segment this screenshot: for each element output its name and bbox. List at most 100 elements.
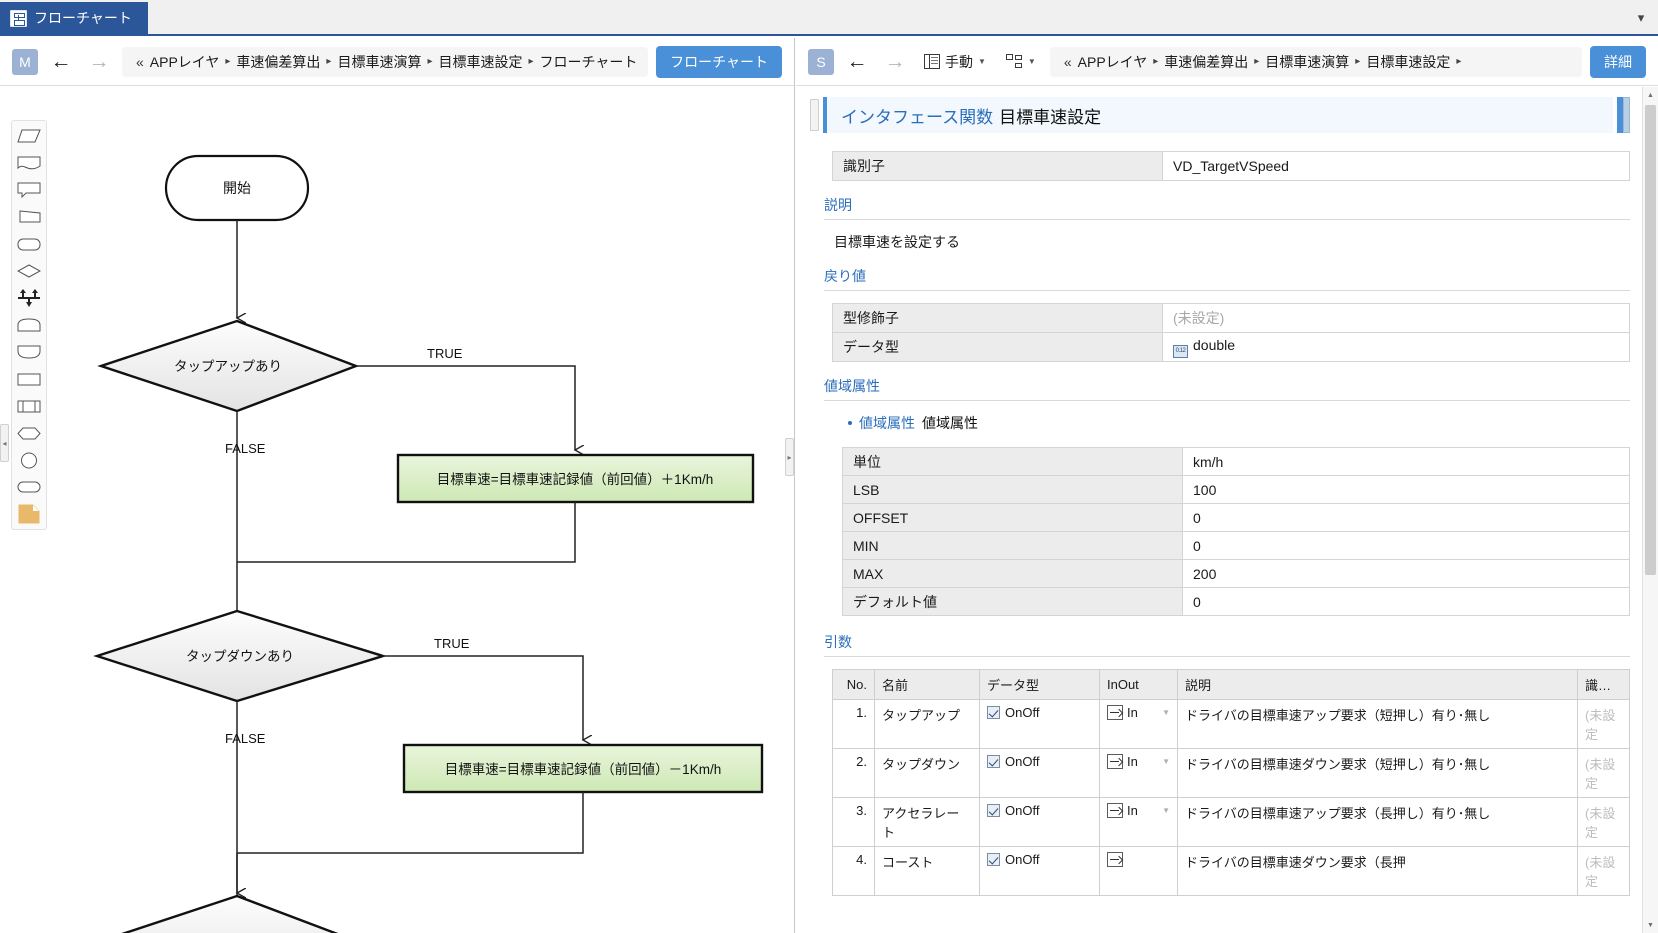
arrow-in-icon	[1107, 852, 1123, 867]
breadcrumb[interactable]: « APPレイヤ ▸ 車速偏差算出 ▸ 目標車速演算 ▸ 目標車速設定 ▸	[1049, 46, 1582, 77]
identifier-value[interactable]: VD_TargetVSpeed	[1162, 151, 1630, 181]
document-shape-icon[interactable]	[16, 154, 42, 172]
arg-description[interactable]: ドライバの目標車速ダウン要求（長押	[1177, 846, 1578, 896]
flow-node-start-label: 開始	[223, 180, 251, 196]
breadcrumb[interactable]: « APPレイヤ ▸ 車速偏差算出 ▸ 目標車速演算 ▸ 目標車速設定 ▸ フロ…	[122, 46, 649, 77]
arrow-in-icon	[1107, 754, 1123, 769]
collapse-left-handle[interactable]: ◂	[0, 424, 9, 462]
arg-name[interactable]: コースト	[874, 846, 980, 896]
diamond-shape-icon[interactable]	[16, 262, 42, 280]
table-row[interactable]: 2. タップダウン OnOff In ▼ ドライバの目標車速ダウン要求（短押し）…	[832, 748, 1630, 798]
stadium-shape-icon[interactable]	[16, 478, 42, 496]
description-text: 目標車速を設定する	[834, 234, 960, 250]
arg-description[interactable]: ドライバの目標車速アップ要求（短押し）有り･無し	[1177, 699, 1578, 749]
arg-inout[interactable]: In ▼	[1099, 699, 1178, 749]
flow-node-process-1[interactable]	[396, 453, 755, 504]
arg-identifier[interactable]: (未設定	[1577, 748, 1630, 798]
range-value-max[interactable]: 200	[1182, 559, 1630, 588]
arg-name[interactable]: アクセラレート	[874, 797, 980, 847]
range-value-unit[interactable]: km/h	[1182, 447, 1630, 476]
rounded-shape-icon[interactable]	[16, 235, 42, 253]
scroll-down-icon[interactable]: ▼	[1647, 921, 1654, 929]
arg-description[interactable]: ドライバの目標車速アップ要求（長押し）有り･無し	[1177, 797, 1578, 847]
breadcrumb-item-4[interactable]: フローチャート	[539, 53, 638, 70]
range-link[interactable]: 値域属性	[859, 415, 915, 431]
note-shape-icon[interactable]	[16, 504, 42, 524]
arg-identifier[interactable]: (未設定	[1577, 846, 1630, 896]
arg-name[interactable]: タップダウン	[874, 748, 980, 798]
parallelogram-shape-icon[interactable]	[16, 127, 42, 145]
arg-datatype[interactable]: OnOff	[979, 699, 1100, 749]
model-badge[interactable]: M	[12, 48, 38, 75]
forward-button[interactable]: →	[88, 50, 110, 73]
details-vertical-scrollbar[interactable]: ▲ ▼	[1642, 87, 1658, 933]
hexagon-shape-icon[interactable]	[16, 424, 42, 442]
flowchart-button[interactable]: フローチャート	[656, 45, 782, 78]
arg-name[interactable]: タップアップ	[874, 699, 980, 749]
arg-description[interactable]: ドライバの目標車速ダウン要求（短押し）有り･無し	[1177, 748, 1578, 798]
table-row[interactable]: 4. コースト OnOff ドライバの目標車速ダウン要求（長押 (未設定	[832, 846, 1630, 896]
range-key-offset: OFFSET	[842, 503, 1183, 532]
arg-inout[interactable]	[1099, 846, 1178, 896]
left-toolbar: M ← → « APPレイヤ ▸ 車速偏差算出 ▸ 目標車速演算 ▸ 目標車速設…	[0, 38, 794, 86]
back-button[interactable]: ←	[846, 50, 868, 73]
arrow-in-icon	[1107, 705, 1123, 720]
tab-flowchart[interactable]: フローチャート	[0, 2, 148, 34]
range-value-offset[interactable]: 0	[1182, 503, 1630, 532]
type-modifier-value[interactable]: (未設定)	[1162, 303, 1630, 333]
hierarchy-dropdown[interactable]: ▼	[1000, 51, 1042, 73]
flowchart-canvas[interactable]: 開始 タップアップあり TRUE FALSE 目標車速=目標車速記録値（前回値）…	[56, 88, 786, 933]
breadcrumb-item-1[interactable]: 車速偏差算出	[236, 53, 321, 70]
arg-identifier[interactable]: (未設定	[1577, 699, 1630, 749]
range-value-lsb[interactable]: 100	[1182, 475, 1630, 504]
arg-no: 3.	[832, 797, 875, 847]
minimap-marker-active[interactable]	[1617, 97, 1623, 133]
callout-shape-icon[interactable]	[16, 181, 42, 199]
drag-grip-icon[interactable]	[810, 99, 819, 131]
range-value-min[interactable]: 0	[1182, 531, 1630, 560]
breadcrumb-item-3[interactable]: 目標車速設定	[1366, 53, 1451, 70]
arg-datatype[interactable]: OnOff	[979, 797, 1100, 847]
scrollbar-thumb[interactable]	[1645, 105, 1656, 575]
chevron-down-icon[interactable]: ▼	[1162, 806, 1170, 815]
trapezoid-shape-icon[interactable]	[16, 208, 42, 226]
back-button[interactable]: ←	[50, 50, 72, 73]
breadcrumb-item-2[interactable]: 目標車速演算	[337, 53, 422, 70]
rectangle-shape-icon[interactable]	[16, 370, 42, 388]
range-value-default[interactable]: 0	[1182, 587, 1630, 616]
forward-button[interactable]: →	[884, 50, 906, 73]
collapse-right-handle[interactable]: ▸	[785, 438, 794, 476]
chevron-down-icon[interactable]: ▼	[1162, 708, 1170, 717]
breadcrumb-item-0[interactable]: APPレイヤ	[1077, 53, 1148, 70]
breadcrumb-item-1[interactable]: 車速偏差算出	[1164, 53, 1249, 70]
panel-layout-icon	[924, 54, 940, 69]
arg-datatype[interactable]: OnOff	[979, 748, 1100, 798]
view-mode-dropdown[interactable]: 手動 ▼	[918, 49, 992, 75]
scroll-up-icon[interactable]: ▲	[1647, 91, 1654, 99]
breadcrumb-item-0[interactable]: APPレイヤ	[149, 53, 220, 70]
range-text: 値域属性	[922, 415, 978, 431]
table-row: 単位 km/h	[842, 447, 1630, 476]
spec-badge[interactable]: S	[808, 48, 834, 75]
table-row[interactable]: 3. アクセラレート OnOff In ▼ ドライバの目標車速アップ要求（長押し…	[832, 797, 1630, 847]
chevron-down-icon[interactable]: ▼	[1162, 757, 1170, 766]
breadcrumb-item-3[interactable]: 目標車速設定	[438, 53, 523, 70]
breadcrumb-item-2[interactable]: 目標車速演算	[1265, 53, 1350, 70]
chevron-down-icon[interactable]: ▾	[1637, 10, 1645, 25]
flow-node-decision-3[interactable]	[101, 894, 356, 933]
arg-inout[interactable]: In ▼	[1099, 797, 1178, 847]
details-button[interactable]: 詳細	[1590, 45, 1646, 78]
minimap-marker[interactable]	[1623, 97, 1630, 133]
predefined-process-shape-icon[interactable]	[16, 397, 42, 415]
table-row[interactable]: 1. タップアップ OnOff In ▼ ドライバの目標車速アップ要求（短押し）…	[832, 699, 1630, 749]
arg-inout-text: In	[1127, 754, 1138, 769]
circle-shape-icon[interactable]	[16, 451, 42, 469]
merge-arrow-shape-icon[interactable]	[16, 289, 42, 307]
arg-datatype[interactable]: OnOff	[979, 846, 1100, 896]
flow-edge-label-false-1: FALSE	[225, 441, 266, 456]
dome-shape-icon[interactable]	[16, 316, 42, 334]
arg-inout[interactable]: In ▼	[1099, 748, 1178, 798]
manual-operation-shape-icon[interactable]	[16, 343, 42, 361]
arg-identifier[interactable]: (未設定	[1577, 797, 1630, 847]
